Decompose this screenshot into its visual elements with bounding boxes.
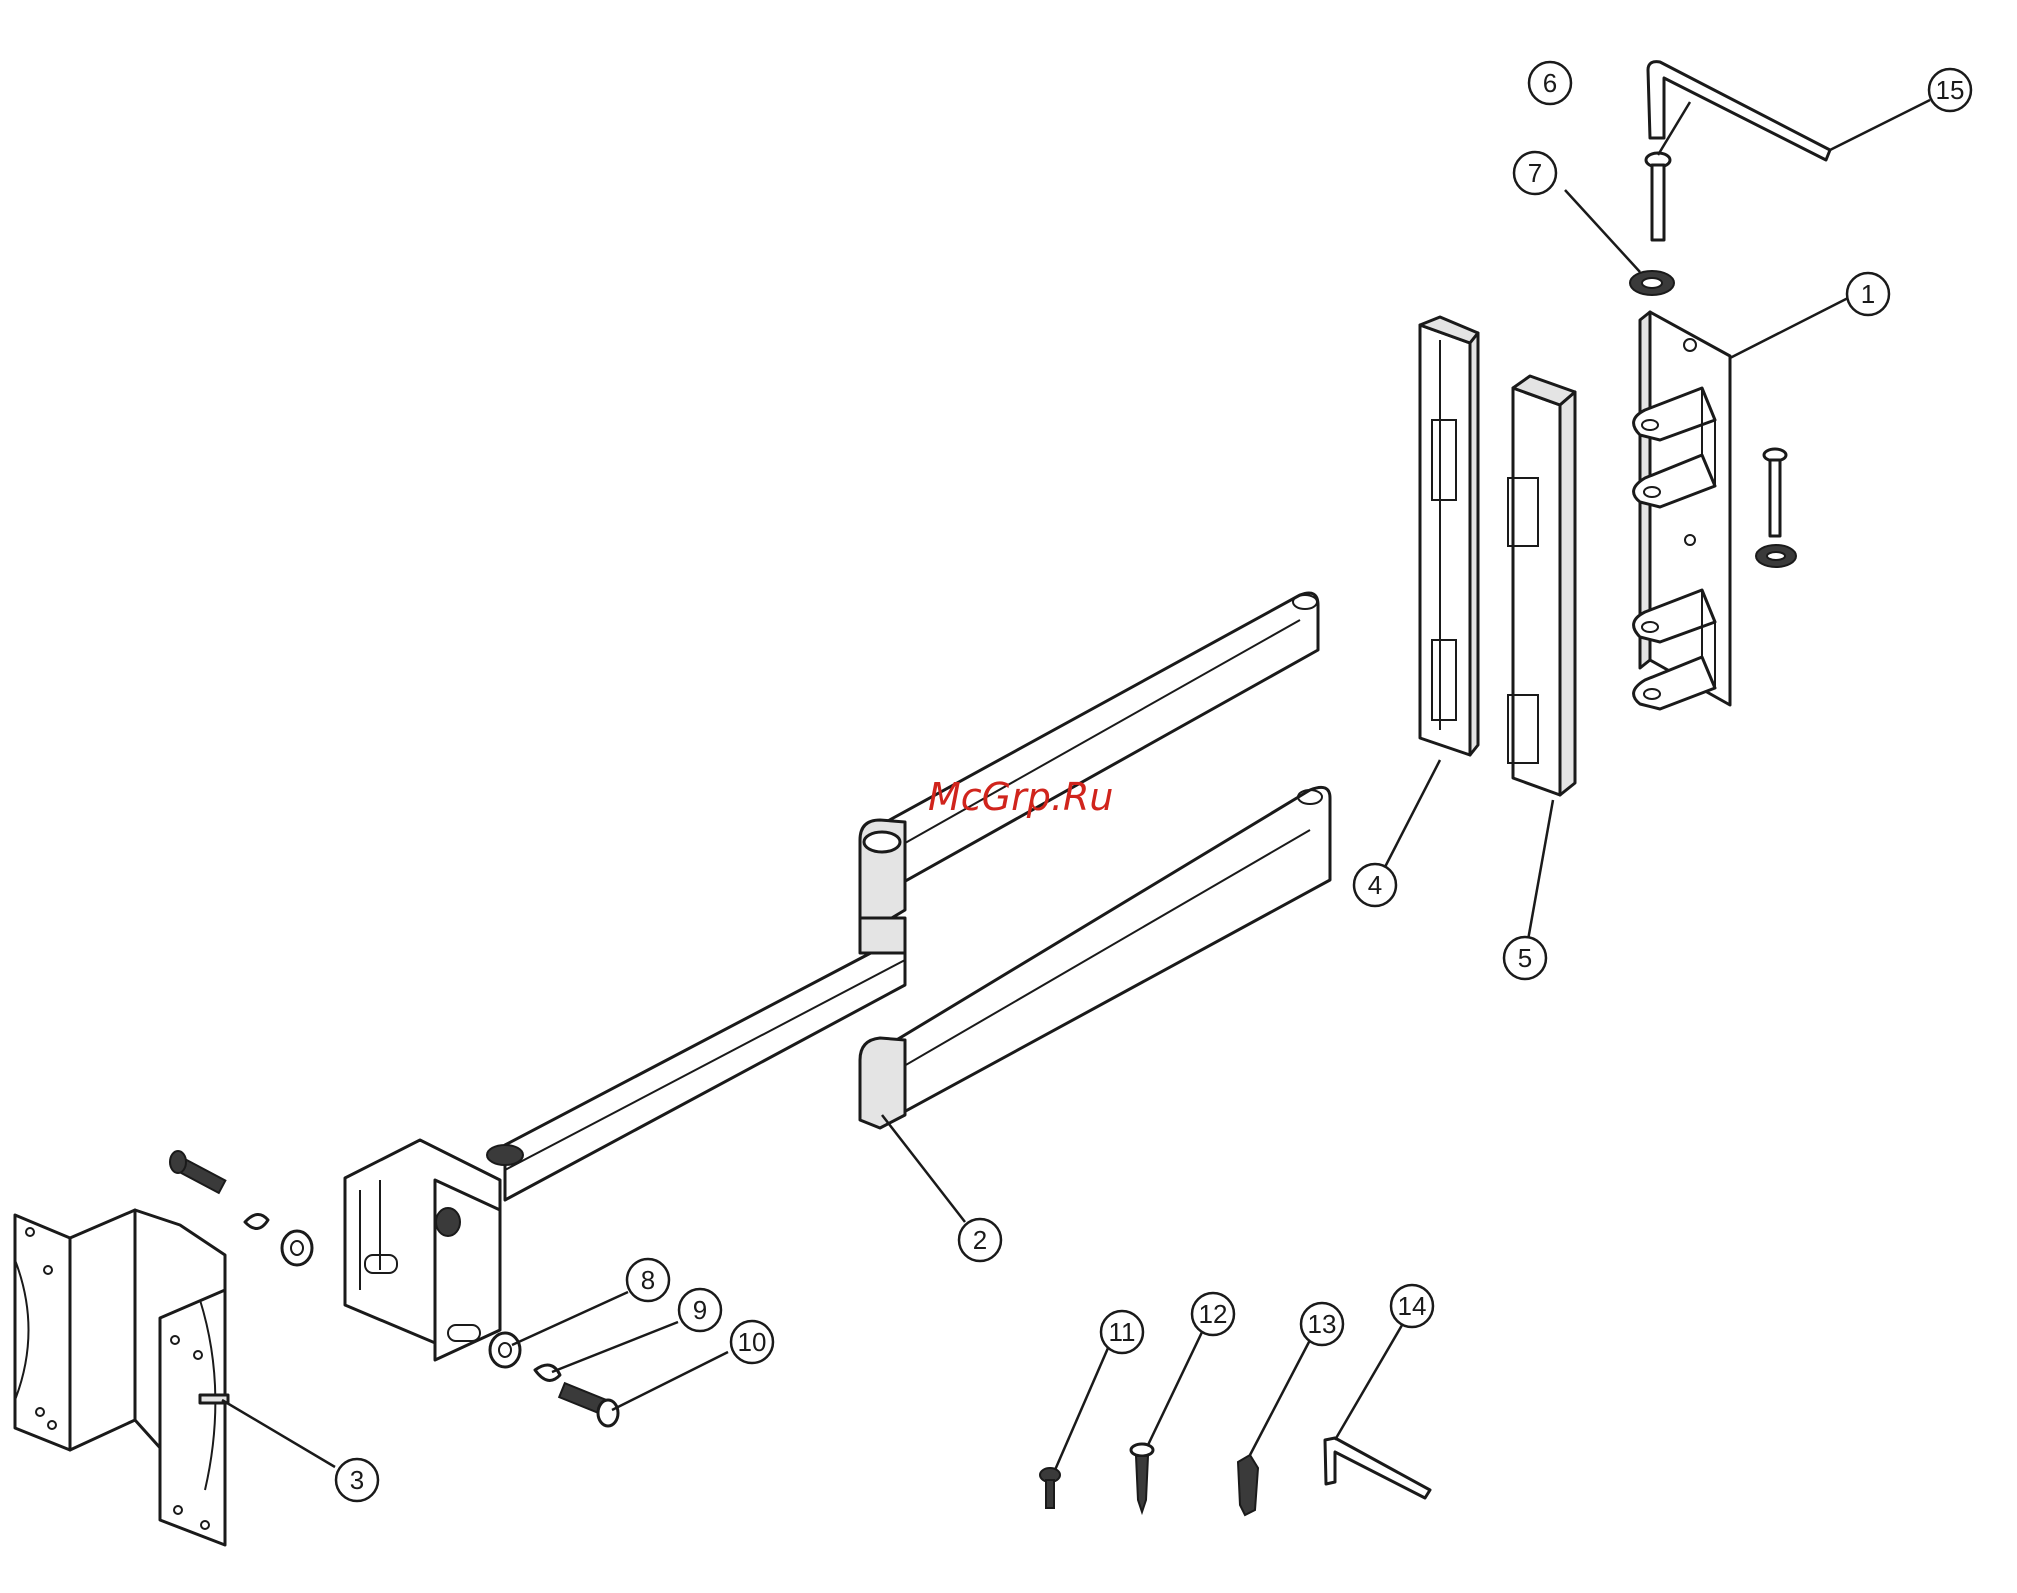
svg-text:11: 11: [1109, 1317, 1136, 1347]
callout-14: 14: [1391, 1285, 1433, 1327]
callout-4: 4: [1354, 864, 1396, 906]
hex-key-small: [1325, 1438, 1430, 1498]
wood-screw: [1131, 1444, 1153, 1512]
svg-text:8: 8: [641, 1265, 655, 1295]
svg-text:4: 4: [1368, 870, 1382, 900]
articulating-arm: [487, 593, 1330, 1200]
bolt-upper: [170, 1151, 225, 1193]
callout-11: 11: [1101, 1311, 1143, 1353]
callout-13: 13: [1301, 1303, 1343, 1345]
callout-2: 2: [959, 1219, 1001, 1261]
wall-plate: [1634, 312, 1730, 709]
wall-anchor: [1238, 1455, 1258, 1515]
bolt: [559, 1383, 618, 1426]
callout-5: 5: [1504, 937, 1546, 979]
arm-cover-panel: [1508, 376, 1575, 795]
lock-washer-top: [1630, 271, 1674, 295]
callout-10: 10: [731, 1321, 773, 1363]
hex-key-large: [1648, 62, 1830, 160]
washer-upper: [245, 1214, 312, 1265]
callout-3: 3: [336, 1459, 378, 1501]
side-pin-screw: [1756, 449, 1796, 567]
callout-1: 1: [1847, 273, 1889, 315]
svg-text:10: 10: [738, 1327, 767, 1357]
svg-text:13: 13: [1308, 1309, 1337, 1339]
svg-text:15: 15: [1936, 75, 1965, 105]
svg-text:3: 3: [350, 1465, 364, 1495]
pin-screw: [1646, 153, 1670, 240]
svg-text:5: 5: [1518, 943, 1532, 973]
svg-text:1: 1: [1861, 279, 1875, 309]
svg-text:6: 6: [1543, 68, 1557, 98]
vesa-bracket: [15, 1210, 228, 1545]
arm-cover-channel: [1420, 317, 1478, 755]
callout-6: 6: [1529, 62, 1571, 104]
callout-9: 9: [679, 1289, 721, 1331]
callout-8: 8: [627, 1259, 669, 1301]
callout-7: 7: [1514, 152, 1556, 194]
svg-text:2: 2: [973, 1225, 987, 1255]
machine-screw: [1040, 1468, 1060, 1508]
callout-12: 12: [1192, 1293, 1234, 1335]
arm-bracket: [345, 1140, 500, 1360]
flat-washer: [490, 1333, 520, 1367]
svg-text:12: 12: [1199, 1299, 1228, 1329]
svg-text:9: 9: [693, 1295, 707, 1325]
spring-washer: [535, 1365, 560, 1380]
callout-15: 15: [1929, 69, 1971, 111]
svg-text:14: 14: [1398, 1291, 1427, 1321]
watermark-text: McGrp.Ru: [928, 775, 1113, 819]
svg-text:7: 7: [1528, 158, 1542, 188]
